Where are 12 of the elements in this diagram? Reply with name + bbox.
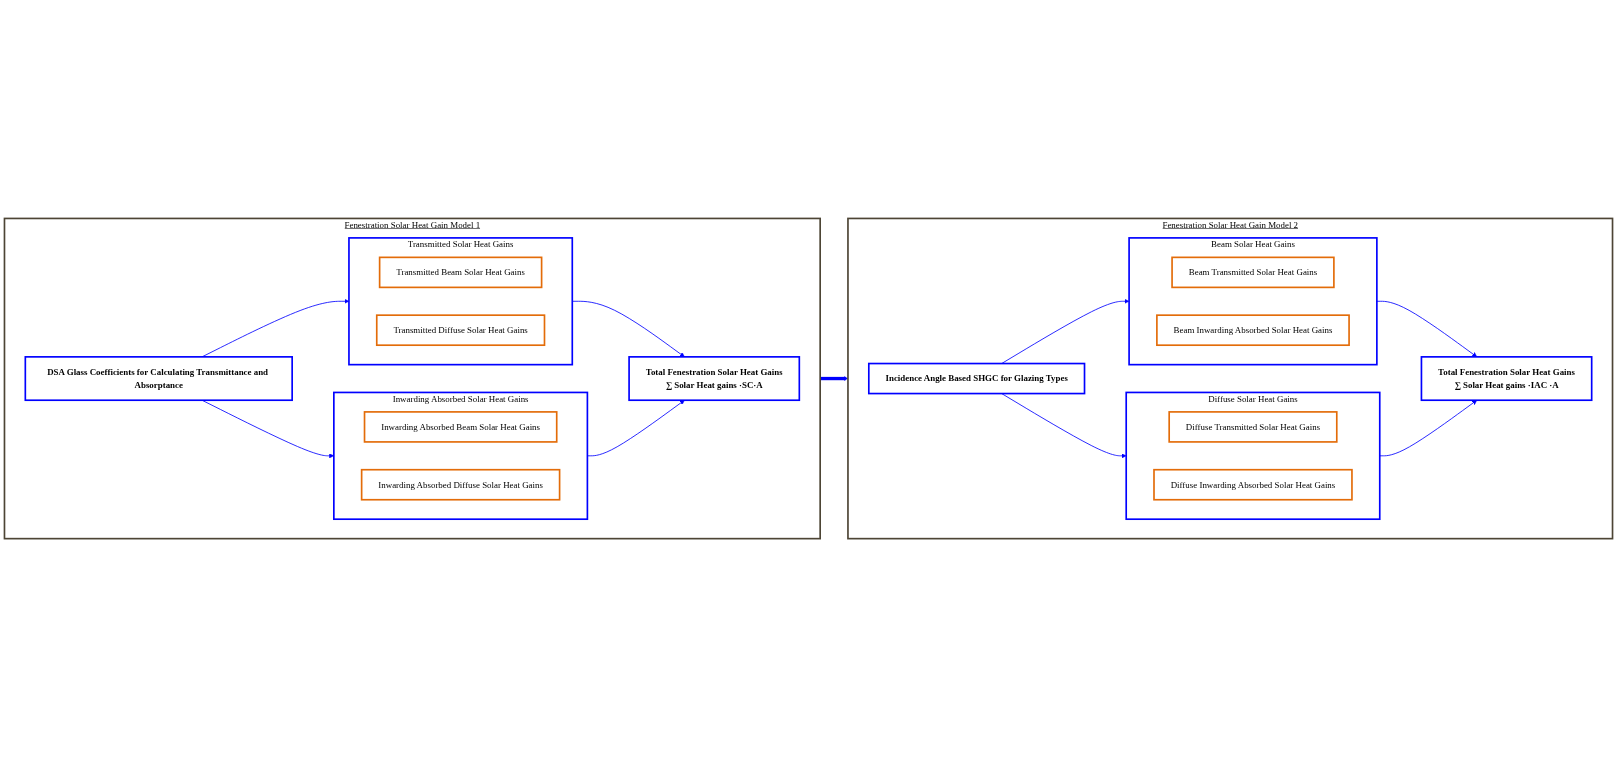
- node-box: Total Fenestration Solar Heat Gains ∑ Solar Heat gains ·IAC ·A: [1420, 356, 1593, 402]
- node-box: Diffuse Inwarding Absorbed Solar Heat Gains: [1153, 469, 1353, 502]
- node-box: DSA Glass Coefficients for Calculating Transmittance and Absorptance: [24, 356, 293, 402]
- node-box: Beam Inwarding Absorbed Solar Heat Gains: [1156, 314, 1350, 347]
- node-box: Transmitted Beam Solar Heat Gains: [378, 256, 543, 289]
- node-box: Beam Transmitted Solar Heat Gains: [1171, 256, 1335, 289]
- node-box: Diffuse Transmitted Solar Heat Gains: [1168, 411, 1338, 444]
- node-box: Inwarding Absorbed Diffuse Solar Heat Gains: [360, 469, 561, 502]
- node-box: Transmitted Diffuse Solar Heat Gains: [375, 314, 546, 347]
- node-box: Total Fenestration Solar Heat Gains ∑ Solar Heat gains ·SC·A: [628, 356, 801, 402]
- node-box: Incidence Angle Based SHGC for Glazing Types: [867, 363, 1086, 395]
- node-box: Inwarding Absorbed Beam Solar Heat Gains: [363, 411, 558, 444]
